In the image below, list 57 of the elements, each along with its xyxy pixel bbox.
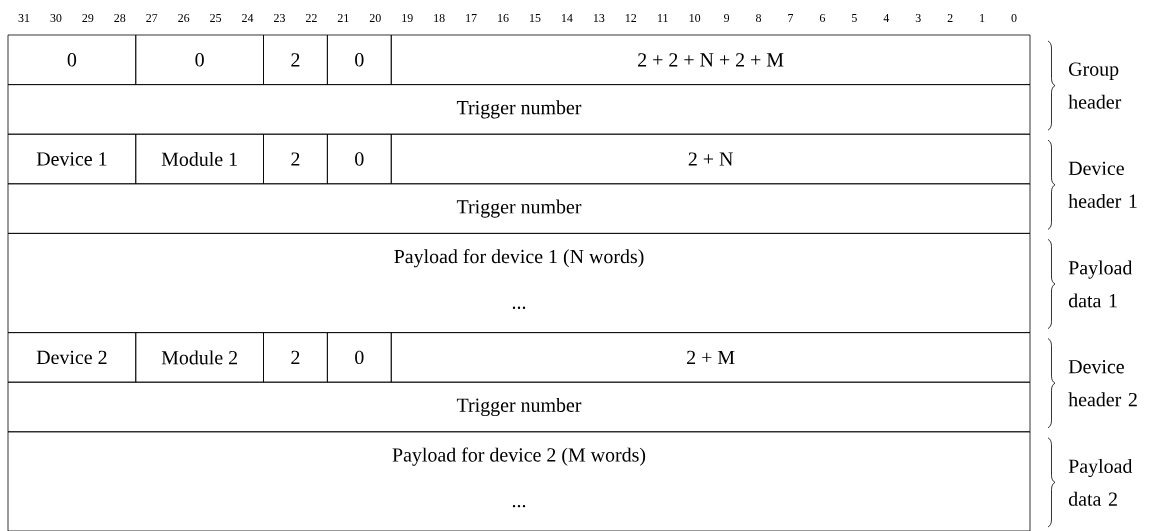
brace-label: Payload data 2 — [1068, 458, 1133, 506]
bit-number: 19 — [402, 13, 413, 22]
bit-number: 31 — [18, 13, 30, 22]
bit-number: 20 — [369, 13, 381, 22]
field-cell: 0 — [327, 133, 392, 185]
field-cell: 0 — [135, 34, 264, 85]
bit-number: 21 — [337, 14, 349, 22]
bit-number: 25 — [210, 13, 222, 22]
field-cell: 2 + M — [390, 332, 1031, 383]
payload-box: Payload for device 1 (N words) ... — [7, 233, 1031, 333]
field-cell: 0 — [7, 34, 137, 85]
brace-label: Device header 2 — [1068, 360, 1137, 407]
field-cell: Device 1 — [7, 133, 137, 185]
bit-number: 24 — [242, 14, 254, 22]
bit-number: 29 — [82, 13, 94, 22]
bit-number: 2 — [947, 14, 953, 22]
bit-number: 10 — [689, 13, 701, 22]
bit-number: 15 — [530, 14, 541, 22]
field-cell: Trigger number — [7, 381, 1031, 433]
field-cell: 0 — [327, 34, 392, 85]
bit-number: 18 — [434, 13, 445, 22]
field-cell: Trigger number — [7, 84, 1031, 135]
bit-number: 4 — [883, 14, 890, 22]
bit-number: 14 — [562, 14, 573, 22]
bit-number: 13 — [593, 13, 605, 22]
bit-number: 30 — [50, 13, 62, 22]
bit-number: 16 — [498, 13, 509, 22]
bit-number: 17 — [466, 14, 477, 22]
field-cell: 2 — [263, 133, 328, 185]
bit-number: 12 — [625, 14, 637, 22]
bit-number: 22 — [305, 14, 317, 22]
bit-number: 3 — [915, 13, 921, 22]
bit-number: 0 — [1011, 13, 1017, 22]
brace-label: Device header 1 — [1068, 161, 1137, 208]
bit-number: 26 — [178, 13, 190, 22]
bit-number: 1 — [980, 14, 985, 22]
field-cell: 2 + N — [390, 133, 1031, 185]
field-cell: Trigger number — [7, 183, 1031, 234]
bit-number: 8 — [756, 13, 762, 22]
bit-number: 9 — [724, 13, 730, 22]
field-cell: 2 — [263, 34, 328, 85]
bit-number: 27 — [146, 14, 158, 22]
brace-label: Payload data 1 — [1068, 260, 1133, 308]
bit-number: 7 — [788, 14, 794, 22]
field-cell: 2 + 2 + N + 2 + M — [390, 34, 1031, 85]
field-cell: Device 2 — [7, 332, 137, 383]
field-cell: 0 — [327, 332, 392, 383]
bit-number: 6 — [819, 13, 826, 22]
bit-number: 5 — [852, 14, 857, 22]
payload-box: Payload for device 2 (M words) ... — [7, 431, 1031, 531]
bit-number: 23 — [274, 13, 285, 22]
field-cell: 2 — [263, 332, 328, 383]
bit-number: 11 — [658, 14, 668, 22]
field-cell: Module 2 — [135, 332, 264, 383]
field-cell: Module 1 — [135, 133, 264, 185]
bit-number: 28 — [114, 13, 126, 22]
brace-label: Group header — [1068, 62, 1122, 109]
